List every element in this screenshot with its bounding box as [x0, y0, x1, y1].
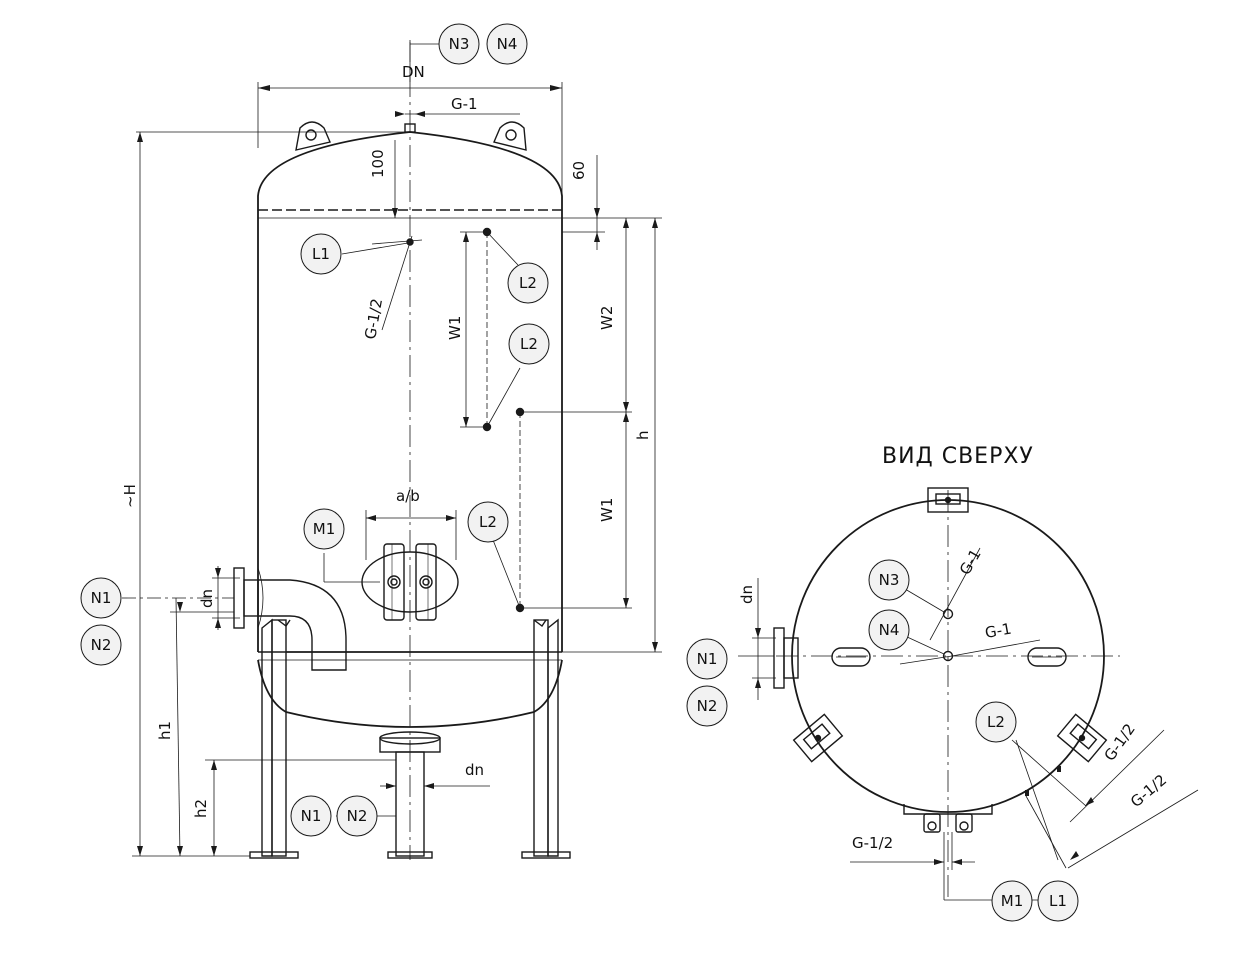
lifting-lug-right [493, 121, 527, 151]
side-nozzle [233, 567, 347, 671]
plan-lug-top [927, 487, 969, 513]
dim-W2: W2 [598, 306, 616, 330]
svg-text:N3: N3 [449, 35, 470, 53]
leg-right [521, 618, 571, 859]
svg-text:N1: N1 [301, 807, 322, 825]
manhole-m1 [361, 543, 459, 621]
svg-text:N4: N4 [497, 35, 518, 53]
svg-text:N2: N2 [347, 807, 368, 825]
svg-text:L2: L2 [479, 513, 497, 531]
svg-text:L2: L2 [519, 274, 537, 292]
svg-text:L1: L1 [312, 245, 330, 263]
lifting-lug-left [295, 121, 331, 151]
top-view [738, 487, 1199, 901]
dim-60: 60 [570, 161, 588, 180]
dim-dn-plan: dn [738, 585, 756, 604]
marker-N3-front: N3 [438, 23, 480, 65]
svg-text:L1: L1 [1049, 892, 1067, 910]
marker-N2-front: N2 [80, 624, 122, 666]
marker-N2-bottom: N2 [336, 795, 378, 837]
support-slot-right [1027, 647, 1067, 667]
marker-M1-front: M1 [303, 508, 345, 550]
marker-N1-front: N1 [80, 577, 122, 619]
dim-DN: DN [402, 63, 425, 81]
dim-dn-bottom: dn [465, 761, 484, 779]
dim-100: 100 [369, 149, 387, 178]
svg-text:N2: N2 [697, 697, 718, 715]
dim-W1-upper: W1 [446, 316, 464, 340]
dim-dn-side: dn [198, 589, 216, 608]
bottom-nozzle [379, 731, 441, 859]
svg-text:N2: N2 [91, 636, 112, 654]
plan-side-nozzle [773, 627, 799, 689]
dim-G1-front: G-1 [451, 95, 478, 113]
dim-H: ~H [121, 484, 139, 508]
dim-ab: a/b [396, 487, 420, 505]
svg-text:M1: M1 [1001, 892, 1024, 910]
marker-L1-front: L1 [300, 233, 342, 275]
plan-lug-right [1056, 713, 1108, 763]
marker-N1-bottom: N1 [290, 795, 332, 837]
marker-N1-plan: N1 [686, 638, 728, 680]
markers: N3 N4 L1 L2 L2 L2 M1 N1 N2 N1 N2 N3 N4 N… [80, 23, 1079, 922]
front-view [122, 40, 662, 860]
dim-h1: h1 [156, 721, 174, 740]
marker-L1-plan: L1 [1037, 880, 1079, 922]
marker-L2-front-2: L2 [508, 323, 550, 365]
svg-text:N3: N3 [879, 571, 900, 589]
dim-G12-plan-bottom: G-1/2 [852, 834, 893, 852]
marker-L2-front-3: L2 [467, 501, 509, 543]
marker-N4-plan: N4 [868, 609, 910, 651]
svg-text:N4: N4 [879, 621, 900, 639]
plan-lug-left [792, 713, 844, 763]
svg-text:N1: N1 [697, 650, 718, 668]
marker-M1-plan: M1 [991, 880, 1033, 922]
dim-h: h [634, 430, 652, 440]
marker-N2-plan: N2 [686, 685, 728, 727]
leg-left [249, 618, 299, 859]
dim-W1-lower: W1 [598, 498, 616, 522]
support-slot-left [831, 647, 871, 667]
view-title: ВИД СВЕРХУ [882, 444, 1034, 469]
marker-N3-plan: N3 [868, 559, 910, 601]
svg-text:M1: M1 [313, 520, 336, 538]
svg-text:L2: L2 [987, 713, 1005, 731]
dim-h2: h2 [192, 799, 210, 818]
svg-text:L2: L2 [520, 335, 538, 353]
svg-text:N1: N1 [91, 589, 112, 607]
plan-manhole [903, 804, 993, 833]
marker-L2-front-1: L2 [507, 262, 549, 304]
dim-G1-plan-right: G-1 [984, 620, 1013, 642]
marker-N4-front: N4 [486, 23, 528, 65]
marker-L2-plan: L2 [975, 701, 1017, 743]
